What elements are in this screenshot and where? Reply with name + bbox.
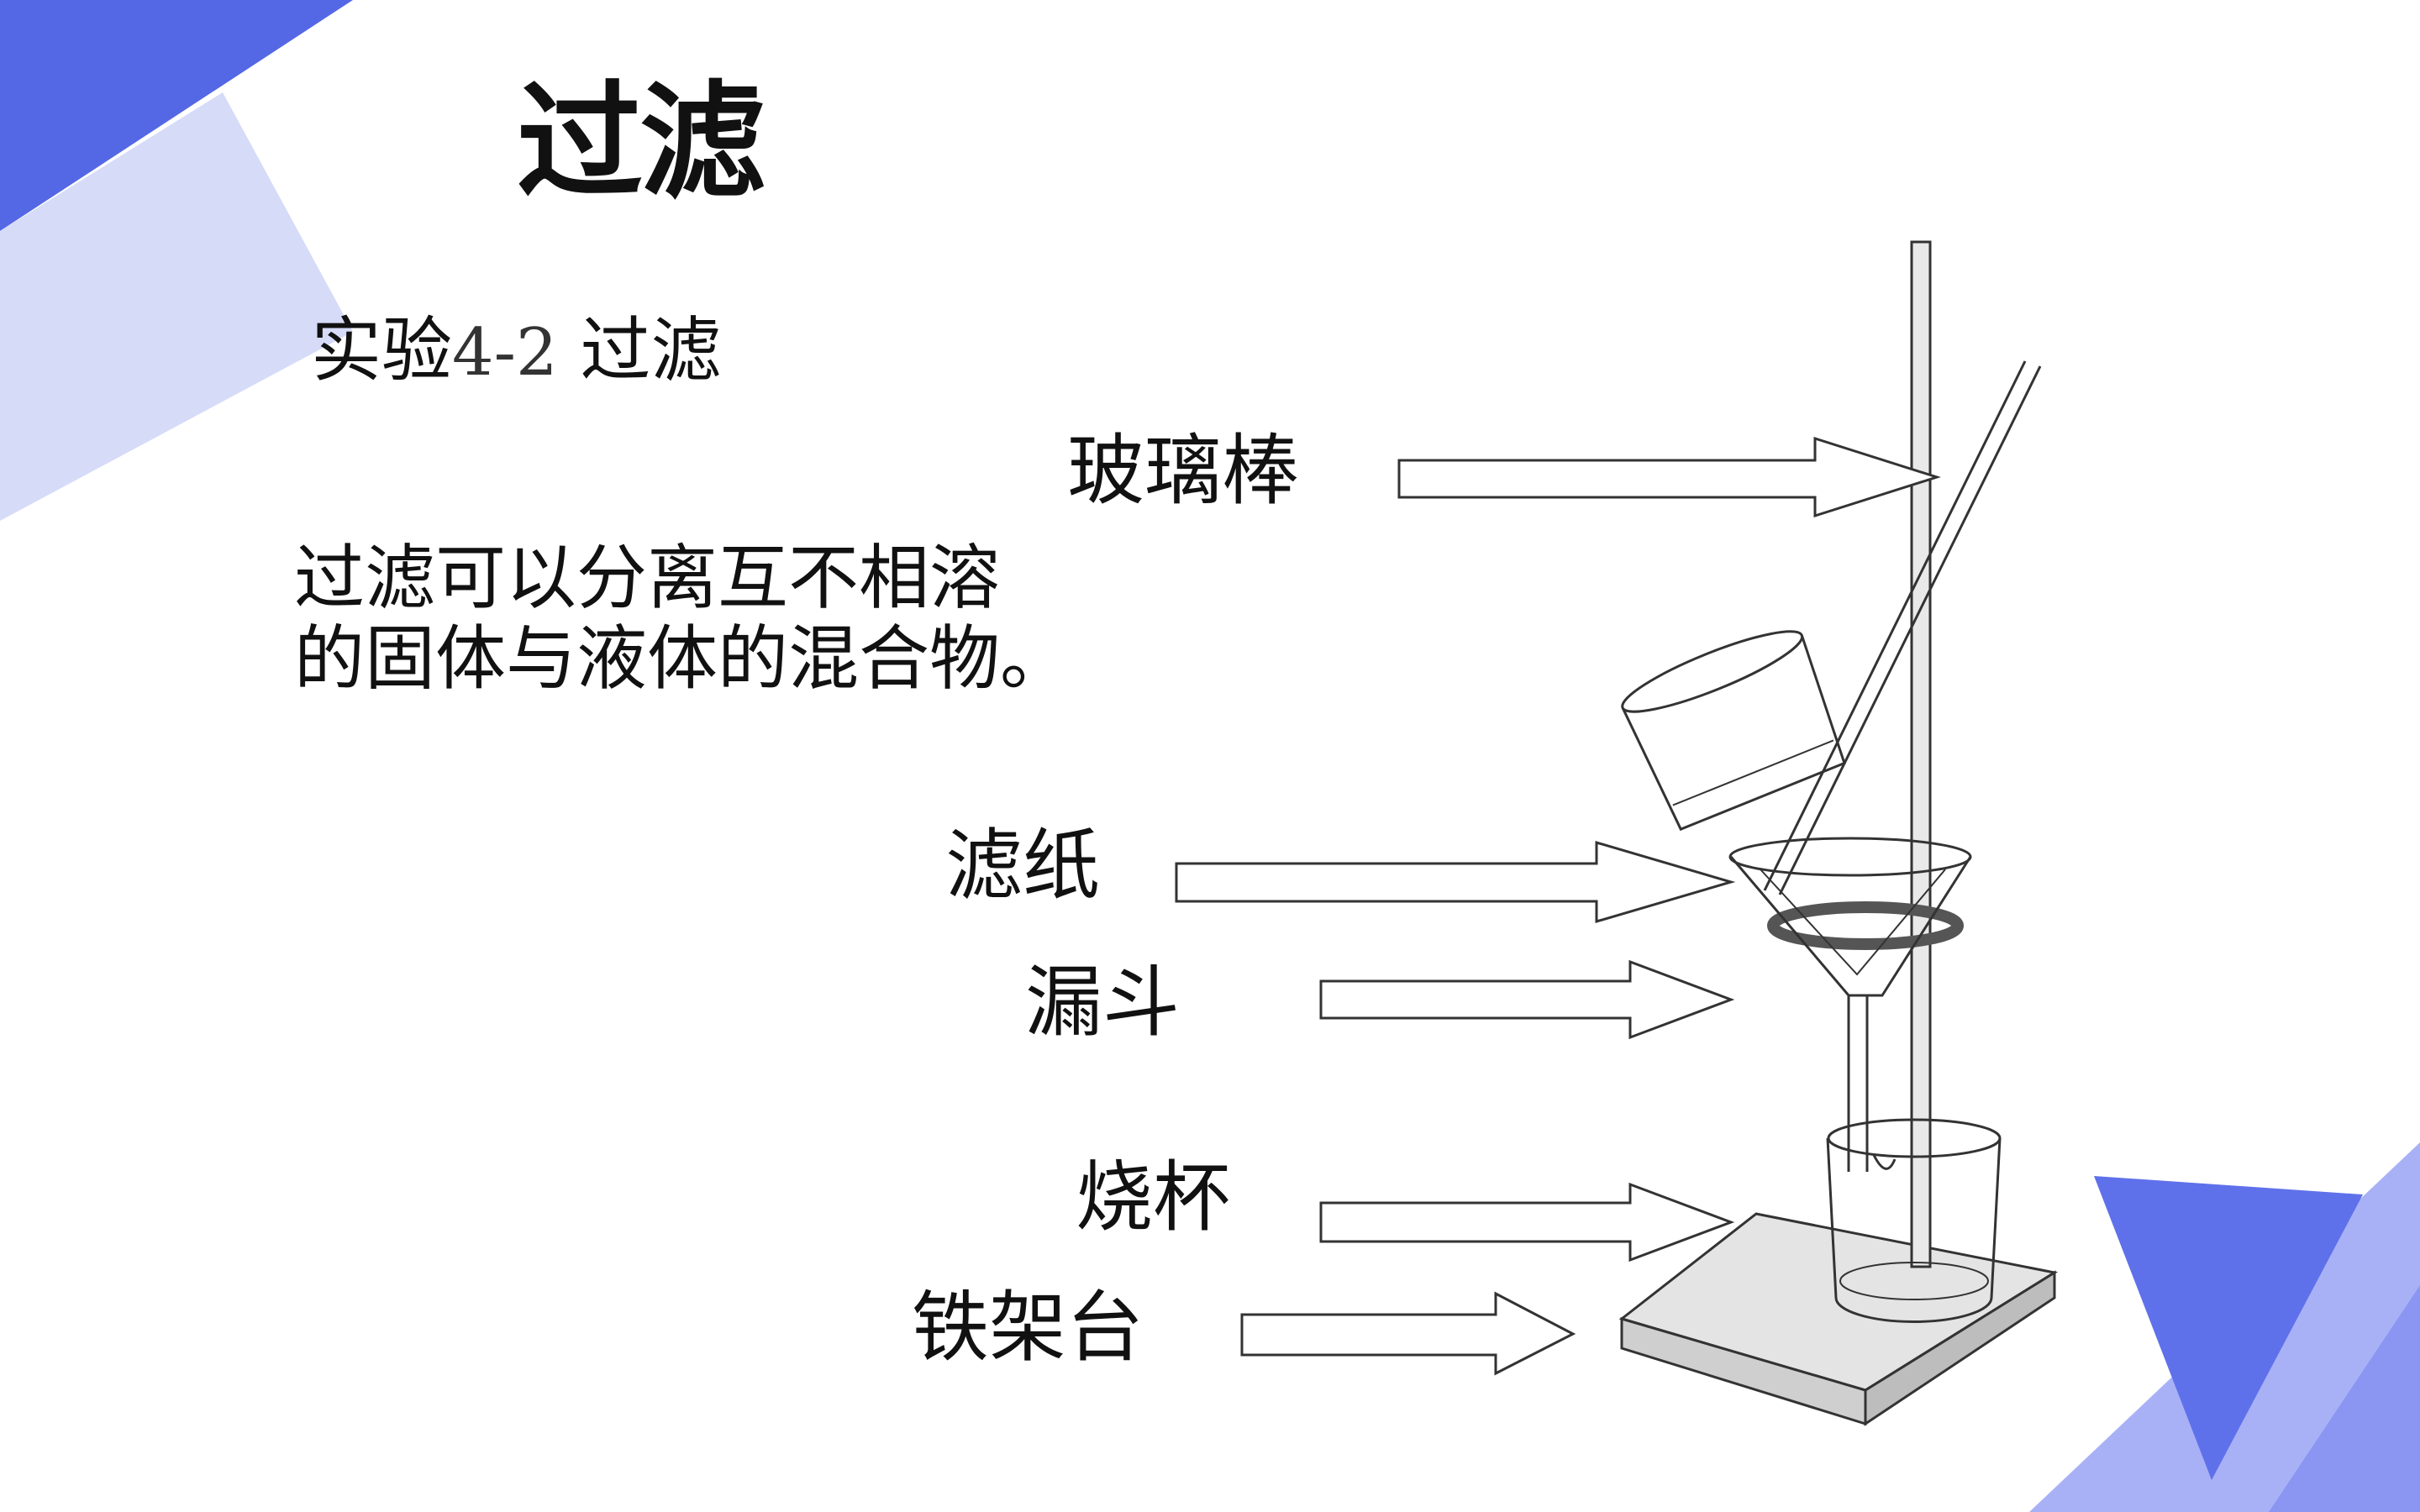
iron-stand-arrow: [1240, 1291, 1576, 1376]
ring-clamp: [1767, 901, 1964, 950]
beaker-arrow: [1319, 1182, 1735, 1263]
iron-stand-base-side: [1864, 1270, 2056, 1426]
label-glass-rod: 玻璃棒: [1067, 426, 1300, 516]
label-filter-paper: 滤纸: [945, 821, 1101, 911]
bottom-right-dark-triangle: [2094, 1176, 2363, 1480]
beaker-liquid: [1839, 1262, 1989, 1300]
subtitle-suffix: 过滤: [580, 309, 722, 391]
page-title: 过滤: [517, 70, 765, 216]
top-left-dark-triangle: [0, 0, 353, 231]
funnel-stem: [1847, 995, 1869, 1172]
filter-paper: [1760, 869, 1946, 976]
beaker-spout: [1872, 1154, 1897, 1170]
label-iron-stand: 铁架台: [912, 1283, 1144, 1373]
funnel-rim: [1728, 837, 1972, 877]
description-line-2: 的固体与液体的混合物。: [294, 617, 1071, 700]
subtitle-number: 4-2: [452, 315, 558, 391]
description: 过滤可以分离互不相溶 的固体与液体的混合物。: [294, 538, 1071, 699]
beaker-rim: [1827, 1118, 2002, 1158]
top-left-light-triangle: [0, 92, 353, 521]
subtitle-prefix: 实验: [311, 309, 453, 391]
funnel-cone: [1729, 856, 1972, 997]
label-funnel: 漏斗: [1025, 958, 1181, 1047]
glass-rod-arrow: [1397, 436, 1941, 518]
label-beaker: 烧杯: [1076, 1152, 1231, 1242]
description-line-1: 过滤可以分离互不相溶: [294, 537, 1001, 619]
pouring-beaker: [1621, 630, 1846, 832]
beaker: [1826, 1137, 2002, 1323]
glass-rod: [1763, 360, 2042, 895]
bottom-right-mid-triangle: [2269, 1285, 2420, 1512]
filter-paper-arrow: [1175, 840, 1736, 924]
iron-stand-rod: [1910, 240, 1932, 1268]
experiment-subtitle: 实验4-2 过滤: [311, 315, 721, 386]
funnel-arrow: [1319, 959, 1735, 1040]
